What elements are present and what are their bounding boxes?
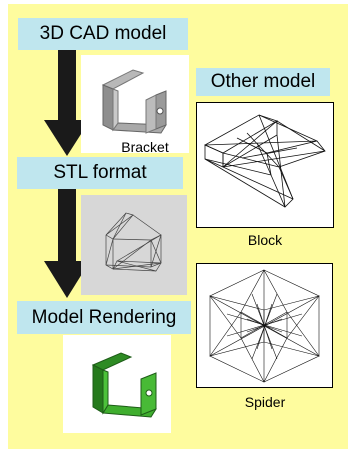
spider-caption: Spider <box>244 394 286 410</box>
step-model-rendering: Model Rendering <box>17 301 191 334</box>
bracket-caption: Bracket <box>121 139 169 155</box>
step-stl-format: STL format <box>17 157 183 189</box>
down-arrow-1 <box>44 50 90 156</box>
block-image <box>196 102 334 228</box>
stl-wireframe-image <box>81 195 187 295</box>
spider-image <box>196 263 333 388</box>
other-model-label: Other model <box>196 68 330 96</box>
rendered-bracket-image <box>63 335 171 433</box>
bracket-image <box>81 55 189 153</box>
step-cad-model: 3D CAD model <box>18 18 188 50</box>
down-arrow-2 <box>44 189 90 298</box>
block-caption: Block <box>247 232 283 248</box>
